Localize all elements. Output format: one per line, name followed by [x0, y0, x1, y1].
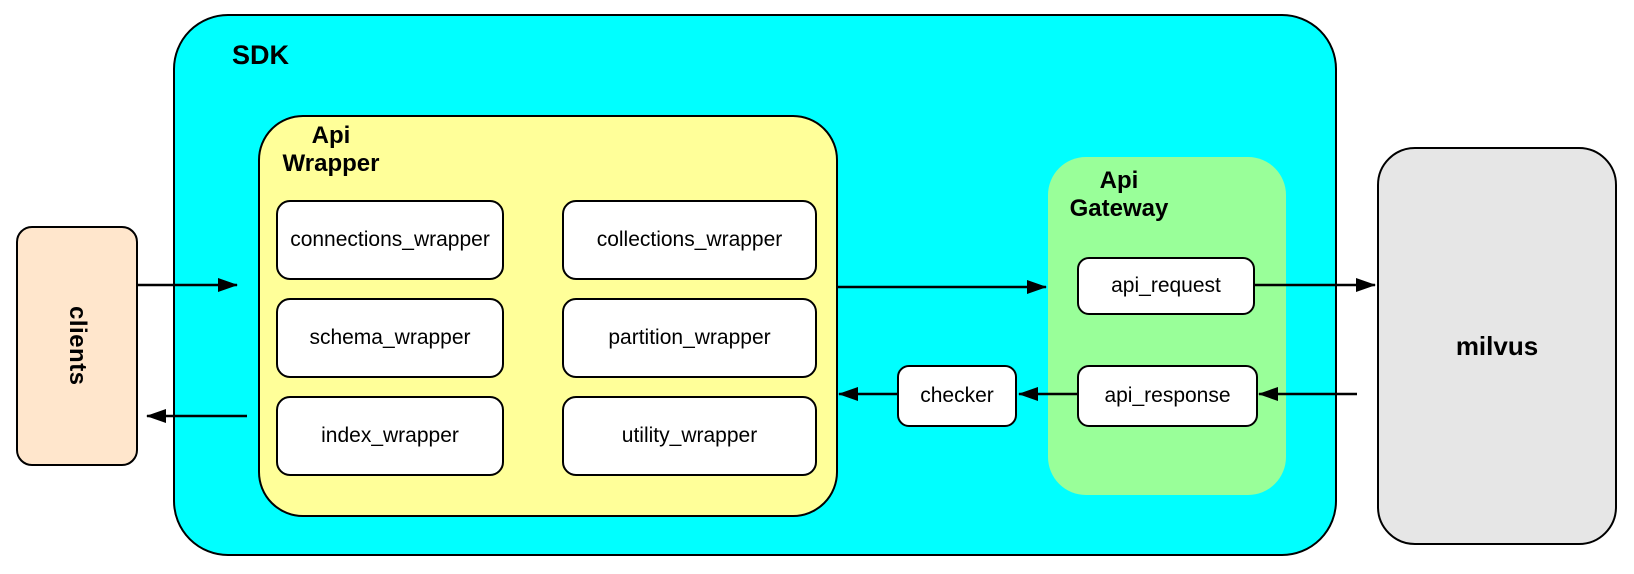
partition-wrapper-label: partition_wrapper [608, 326, 771, 349]
api-response-node: api_response [1077, 365, 1258, 427]
index-wrapper-label: index_wrapper [321, 424, 459, 447]
checker-node: checker [897, 365, 1017, 427]
utility-wrapper-node: utility_wrapper [562, 396, 817, 476]
utility-wrapper-label: utility_wrapper [621, 424, 758, 447]
sdk-label: SDK [232, 40, 290, 70]
schema-wrapper-node: schema_wrapper [276, 298, 504, 378]
api-wrapper-group: Api Wrapper connections_wrapper collecti… [258, 115, 838, 517]
api-request-label: api_request [1111, 274, 1221, 297]
index-wrapper-node: index_wrapper [276, 396, 504, 476]
checker-label: checker [920, 384, 994, 407]
connections-wrapper-node: connections_wrapper [276, 200, 504, 280]
collections-wrapper-node: collections_wrapper [562, 200, 817, 280]
api-request-node: api_request [1077, 257, 1255, 315]
clients-node: clients [16, 226, 138, 466]
connections-wrapper-label: connections_wrapper [290, 228, 490, 251]
partition-wrapper-node: partition_wrapper [562, 298, 817, 378]
api-gateway-group: Api Gateway api_request api_response [1048, 157, 1286, 495]
api-gateway-title: Api Gateway [1069, 167, 1169, 222]
clients-label: clients [64, 306, 91, 386]
api-wrapper-title: Api Wrapper [282, 122, 380, 177]
api-response-label: api_response [1104, 384, 1231, 407]
schema-wrapper-label: schema_wrapper [309, 326, 471, 349]
milvus-node: milvus [1377, 147, 1617, 545]
collections-wrapper-label: collections_wrapper [596, 228, 783, 251]
milvus-label: milvus [1455, 330, 1539, 361]
